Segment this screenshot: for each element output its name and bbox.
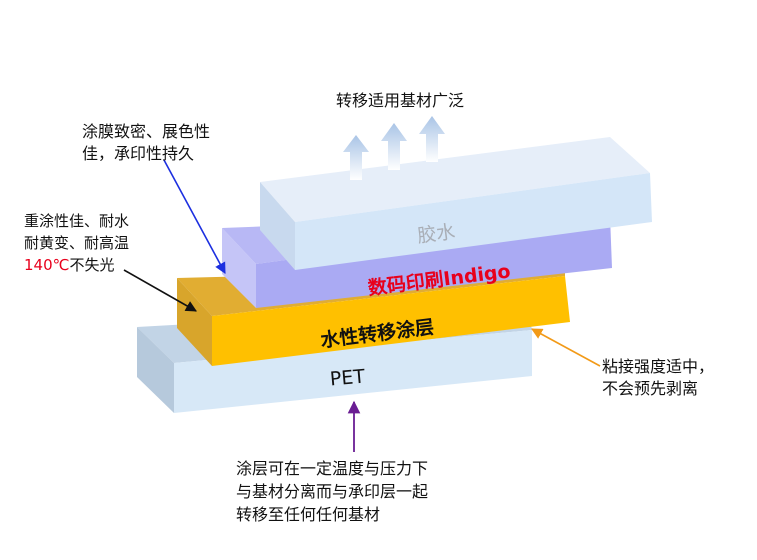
coating-side-face [177, 278, 212, 366]
recoat-callout-line: 耐黄变、耐高温 [24, 234, 129, 252]
separation-callout-line: 涂层可在一定温度与压力下 [236, 459, 428, 478]
film-callout: 涂膜致密、展色性 佳，承印性持久 [82, 122, 210, 163]
separation-callout-line: 转移至任何任何基材 [236, 505, 380, 524]
recoat-callout-arrow [123, 269, 197, 312]
top-label: 转移适用基材广泛 [336, 91, 464, 110]
pet-front-face [174, 330, 532, 413]
pet-side-face [137, 327, 174, 413]
glue-side-face [260, 182, 295, 270]
film-callout-line: 涂膜致密、展色性 [82, 122, 210, 141]
film-callout-line: 佳，承印性持久 [82, 144, 194, 163]
adhesion-callout-line: 粘接强度适中， [602, 357, 714, 376]
recoat-temp: 140℃ [24, 256, 69, 274]
up-arrow-icon [381, 123, 407, 170]
recoat-callout-line: 重涂性佳、耐水 [24, 212, 129, 230]
recoat-callout: 重涂性佳、耐水 耐黄变、耐高温 140℃不失光 [24, 212, 129, 274]
glue-front-face [295, 173, 652, 270]
separation-callout: 涂层可在一定温度与压力下 与基材分离而与承印层一起 转移至任何任何基材 [236, 459, 428, 524]
coating-front-face [212, 276, 570, 366]
glue-layer [260, 137, 652, 270]
pet-label: PET [329, 366, 366, 391]
upward-arrows [343, 116, 445, 180]
recoat-callout-line: 140℃不失光 [24, 256, 115, 274]
up-arrow-icon [343, 135, 369, 180]
separation-callout-line: 与基材分离而与承印层一起 [236, 482, 428, 501]
recoat-tail: 不失光 [69, 256, 114, 274]
glue-label: 胶水 [416, 221, 456, 247]
adhesion-callout-line: 不会预先剥离 [602, 379, 698, 398]
indigo-side-face [222, 228, 256, 308]
film-callout-arrow [163, 159, 226, 274]
up-arrow-icon [419, 116, 445, 162]
adhesion-callout: 粘接强度适中， 不会预先剥离 [602, 357, 714, 398]
glue-top-face [260, 137, 650, 222]
adhesion-callout-arrow [531, 328, 601, 367]
